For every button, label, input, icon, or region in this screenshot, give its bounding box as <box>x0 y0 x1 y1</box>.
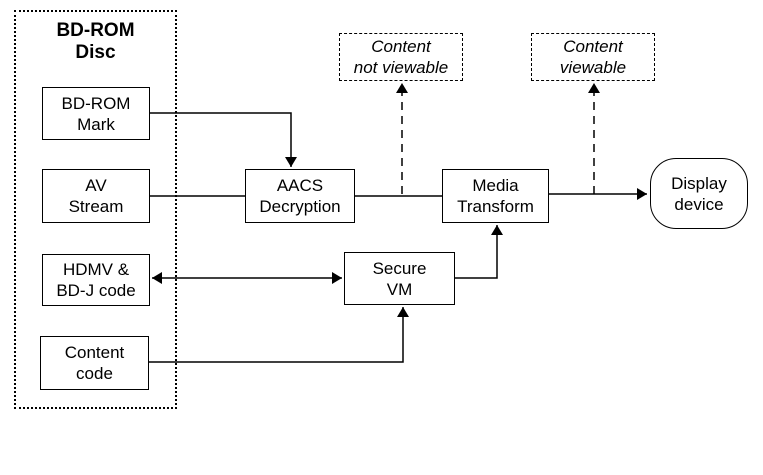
bdrom-mark-box: BD-ROM Mark <box>42 87 150 140</box>
content-viewable-box: Content viewable <box>531 33 655 81</box>
link-vm-to-media <box>455 225 503 279</box>
hdmv-bdj-code-box: HDMV & BD-J code <box>42 254 150 306</box>
link-mark-to-aacs <box>150 112 297 167</box>
bdrom-disc-frame <box>14 10 177 409</box>
aacs-decryption-box: AACS Decryption <box>245 169 355 223</box>
av-stream-box: AV Stream <box>42 169 150 223</box>
display-device-box: Display device <box>650 158 748 229</box>
link-content-code-to-vm <box>149 307 409 363</box>
disc-title: BD-ROM Disc <box>56 20 135 63</box>
media-transform-box: Media Transform <box>442 169 549 223</box>
secure-vm-box: Secure VM <box>344 252 455 305</box>
content-code-box: Content code <box>40 336 149 390</box>
content-not-viewable-box: Content not viewable <box>339 33 463 81</box>
